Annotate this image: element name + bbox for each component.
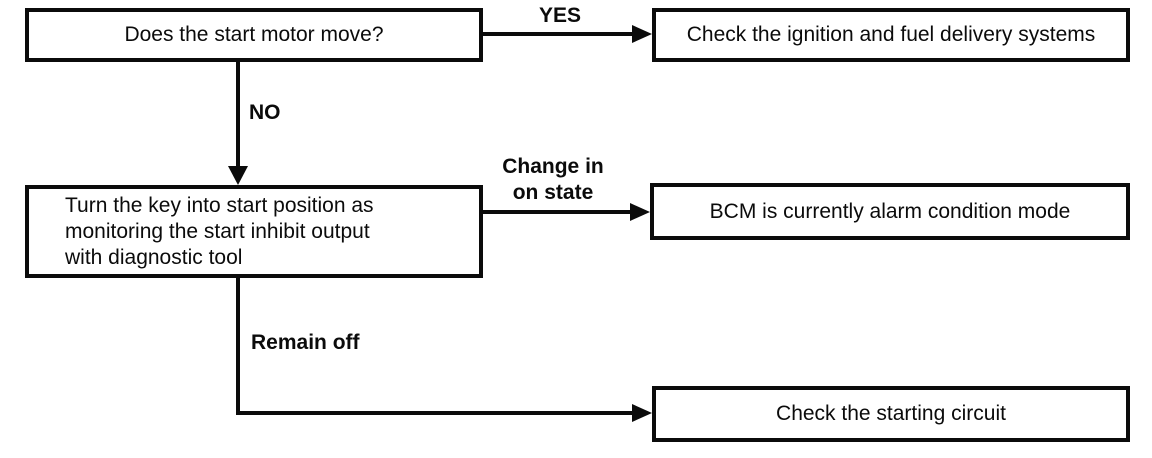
arrowhead-yes-icon: [632, 25, 652, 43]
edge-label-yes: YES: [538, 4, 582, 27]
flow-box-check-starting-circuit: Check the starting circuit: [652, 386, 1130, 442]
flow-box-turn-key-monitor: Turn the key into start position as moni…: [25, 185, 483, 278]
arrowhead-no-icon: [228, 166, 248, 185]
arrowhead-change-in-on-state-icon: [630, 203, 650, 221]
edge-label-remain-off: Remain off: [251, 331, 360, 354]
connector-no-line: [236, 62, 240, 166]
connector-remain-off-vertical-line: [236, 278, 240, 415]
connector-yes-line: [483, 32, 632, 36]
edge-label-change-in-on-state: Change in on state: [502, 155, 604, 204]
connector-remain-off-horizontal-line: [236, 411, 632, 415]
flow-box-bcm-alarm-mode: BCM is currently alarm condition mode: [650, 183, 1130, 240]
connector-change-in-on-state-line: [483, 210, 630, 214]
edge-label-no: NO: [249, 101, 281, 124]
flow-box-start-motor-question: Does the start motor move?: [25, 8, 483, 62]
arrowhead-remain-off-icon: [632, 404, 652, 422]
flow-box-check-ignition-fuel: Check the ignition and fuel delivery sys…: [652, 8, 1130, 62]
